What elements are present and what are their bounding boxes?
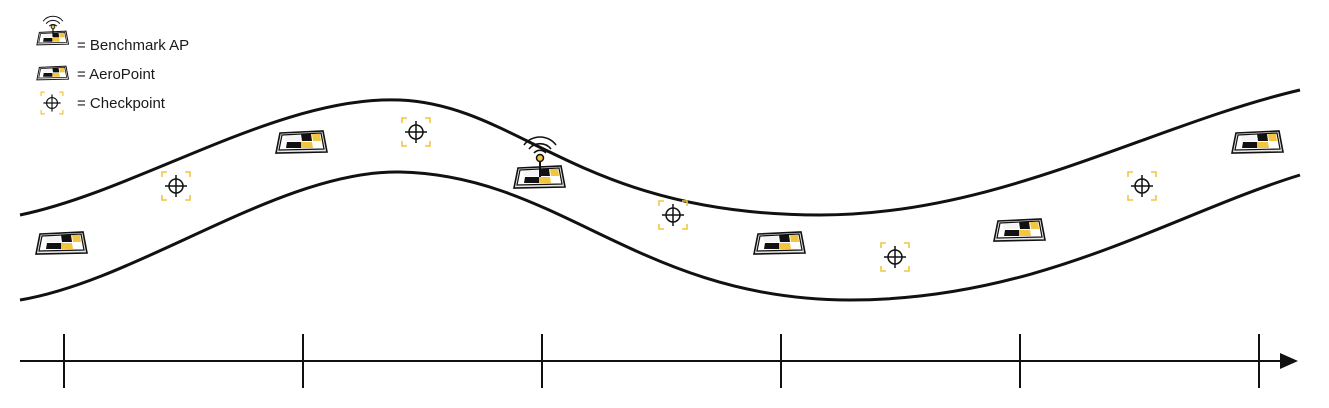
legend: = Benchmark AP = AeroPoint = Checkpoint: [36, 15, 189, 115]
aeropoint-marker: [993, 218, 1046, 242]
checkpoint-marker: [401, 117, 431, 147]
checkpoint-marker: [161, 171, 191, 201]
wifi-signal-icon: [523, 136, 557, 154]
checkpoint-icon: [40, 91, 64, 115]
aeropoint-marker: [753, 231, 806, 255]
arrow-right-icon: [1280, 353, 1298, 369]
legend-label-benchmark-ap: = Benchmark AP: [77, 37, 189, 54]
road-upper-edge: [19, 88, 1301, 217]
legend-item-benchmark-ap: = Benchmark AP: [36, 15, 189, 54]
benchmark-ap-marker: [513, 136, 566, 189]
aeropoint-marker: [275, 130, 328, 154]
axis-ticks: [63, 334, 1260, 388]
legend-label-aeropoint: = AeroPoint: [77, 66, 156, 83]
legend-label-checkpoint: = Checkpoint: [77, 95, 166, 112]
checkpoint-marker: [658, 200, 688, 230]
benchmark-ap-icon: [36, 15, 69, 46]
aeropoint-icon: [36, 65, 69, 81]
distance-axis: [20, 334, 1298, 388]
checkpoint-marker: [1127, 171, 1157, 201]
road-lower-edge: [19, 170, 1301, 302]
checkpoint-marker: [880, 242, 910, 272]
legend-item-checkpoint: = Checkpoint: [40, 91, 166, 115]
aeropoint-marker: [1231, 130, 1284, 154]
legend-item-aeropoint: = AeroPoint: [36, 65, 156, 83]
aeropoint-marker: [35, 231, 88, 255]
